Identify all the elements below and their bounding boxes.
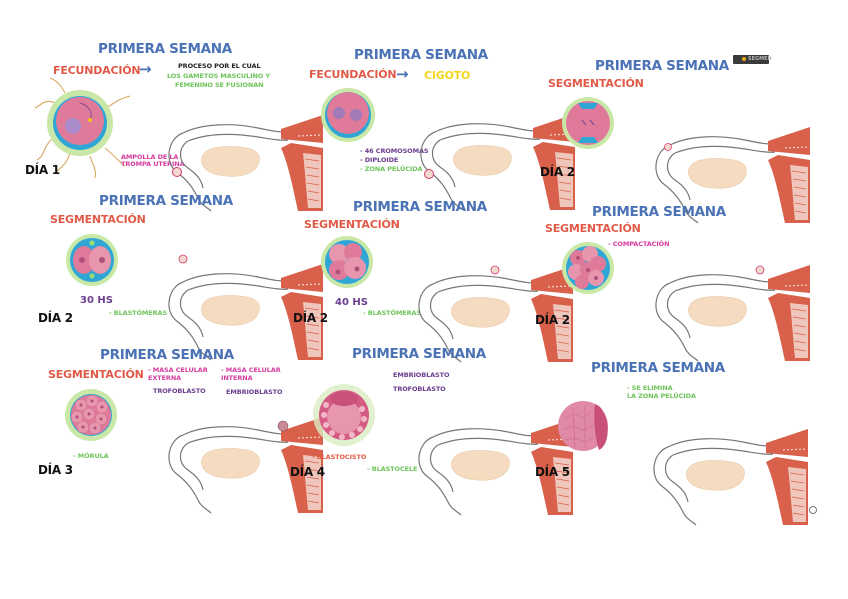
mass-internal-line-1: - MASA CELULAR: [221, 366, 281, 374]
panel-day2-compactacion: PRIMERA SEMANA SEGMENTACIÓN - COMPACTACI…: [535, 198, 811, 362]
result-label: CIGOTO: [424, 69, 471, 82]
day-label: DÍA 4: [290, 465, 325, 479]
compaction-illustration: [562, 242, 614, 294]
two-cell-illustration: [66, 234, 118, 286]
note-line-1: - COMPACTACIÓN: [608, 240, 670, 248]
hours-label: 40 HS: [335, 297, 368, 308]
location-label-line-2: TROMPA UTERINA: [121, 160, 185, 168]
note-line-1: - BLASTÓMERAS: [363, 309, 422, 317]
note-line-3: - ZONA PELÚCIDA: [360, 165, 423, 173]
panel-title: PRIMERA SEMANA: [591, 360, 725, 376]
stage-label: SEGMENTACIÓN: [304, 218, 400, 231]
panel-day5-eclosion: PRIMERA SEMANA - SE ELIMINA LA ZONA PELÚ…: [535, 352, 817, 526]
panel-day2-40hs: PRIMERA SEMANA SEGMENTACIÓN 40 HS - BLAS…: [293, 196, 574, 363]
panel-title: PRIMERA SEMANA: [98, 41, 232, 57]
note-line-1: - BLASTÓMERAS: [109, 309, 168, 317]
definition-line-3: FEMENINO SE FUSIONAN: [175, 81, 264, 89]
uterus-tube-illustration: [168, 416, 324, 514]
hours-label: 30 HS: [80, 295, 113, 306]
panel-title: PRIMERA SEMANA: [352, 346, 486, 362]
stage-label: SEGMENTACIÓN: [548, 77, 644, 90]
stage-label: FECUNDACIÓN: [53, 64, 141, 77]
stage-label: FECUNDACIÓN: [309, 68, 397, 81]
day-label: DÍA 2: [293, 311, 328, 325]
embrioblasto-label: EMBRIOBLASTO: [393, 371, 450, 379]
embrioblasto-label: EMBRIOBLASTO: [226, 388, 283, 396]
mass-internal-line-2: INTERNA: [221, 374, 253, 382]
mass-external-line-1: - MASA CELULAR: [148, 366, 208, 374]
zygote-illustration: [321, 88, 375, 142]
stage-label: SEGMENTACIÓN: [48, 368, 144, 381]
first-cleavage-illustration: [562, 97, 614, 149]
panel-day3-morula: PRIMERA SEMANA SEGMENTACIÓN - MASA CELUL…: [38, 345, 324, 514]
blastocyst-illustration: [313, 384, 375, 446]
morula-illustration: [65, 389, 117, 441]
panel-day4-blastocisto: PRIMERA SEMANA EMBRIOBLASTO TROFOBLASTO …: [290, 345, 574, 516]
arrow-right-icon: →: [396, 65, 409, 83]
mass-external-line-2: EXTERNA: [148, 374, 182, 382]
panel-day2-segmentacion: PRIMERA SEMANA SEGMENTACIÓN DÍA 2: [540, 50, 811, 224]
definition-line-1: PROCESO POR EL CUAL: [178, 62, 261, 70]
stage-label: SEGMENTACIÓN: [545, 222, 641, 235]
oocyte-with-sperm-illustration: [34, 77, 131, 179]
trofoblasto-label: TROFOBLASTO: [393, 385, 446, 393]
uterus-tube-illustration: [655, 126, 811, 224]
uterus-tube-illustration: [168, 254, 324, 361]
panel-title: PRIMERA SEMANA: [595, 58, 729, 74]
panel-day2-30hs: PRIMERA SEMANA SEGMENTACIÓN 30 HS - BLAS…: [38, 192, 324, 361]
panel-title: PRIMERA SEMANA: [592, 204, 726, 220]
definition-line-2: LOS GAMETOS MASCULINO Y: [167, 72, 270, 80]
note-blastocisto: - BLASTOCISTO: [312, 453, 367, 461]
note-line-1: - MÓRULA: [73, 452, 109, 460]
panel-title: PRIMERA SEMANA: [99, 193, 233, 209]
day-label: DÍA 3: [38, 463, 73, 477]
panel-title: PRIMERA SEMANA: [353, 199, 487, 215]
uterus-tube-illustration: [655, 264, 811, 362]
uterus-tube-illustration: [168, 114, 324, 212]
uterus-tube-illustration: [653, 428, 817, 526]
uterus-tube-illustration: [418, 265, 574, 363]
four-cell-illustration: [321, 236, 373, 288]
panel-title: PRIMERA SEMANA: [354, 47, 488, 63]
day-label: DÍA 5: [535, 465, 570, 479]
uterus-tube-illustration: [420, 113, 576, 211]
location-label-line-1: AMPOLLA DE LA: [121, 153, 179, 161]
panel-day1-fecundacion: PRIMERA SEMANA FECUNDACIÓN → PROCESO POR…: [25, 38, 324, 212]
note-line-2: LA ZONA PELÚCIDA: [627, 392, 696, 400]
video-thumbnail-label: SEGMEN: [748, 56, 772, 62]
panel-day1-cigoto: PRIMERA SEMANA FECUNDACIÓN → CIGOTO - 46…: [300, 40, 576, 211]
day-label: DÍA 2: [540, 165, 575, 179]
hatching-blastocyst-illustration: [558, 401, 608, 451]
stage-label: SEGMENTACIÓN: [50, 213, 146, 226]
day-label: DÍA 2: [535, 313, 570, 327]
note-line-1: - SE ELIMINA: [627, 384, 673, 392]
video-thumbnail-badge[interactable]: SEGMEN: [733, 55, 772, 64]
day-label: DÍA 2: [38, 311, 73, 325]
note-line-2: - DIPLOIDE: [360, 156, 399, 164]
arrow-right-icon: →: [139, 60, 152, 78]
note-blastocele: - BLASTOCELE: [367, 465, 418, 473]
video-thumbnail-icon: [742, 57, 746, 61]
trofoblasto-label: TROFOBLASTO: [153, 387, 206, 395]
panel-title: PRIMERA SEMANA: [100, 347, 234, 363]
note-line-1: - 46 CROMOSOMAS: [360, 147, 429, 155]
day-label: DÍA 1: [25, 163, 60, 177]
